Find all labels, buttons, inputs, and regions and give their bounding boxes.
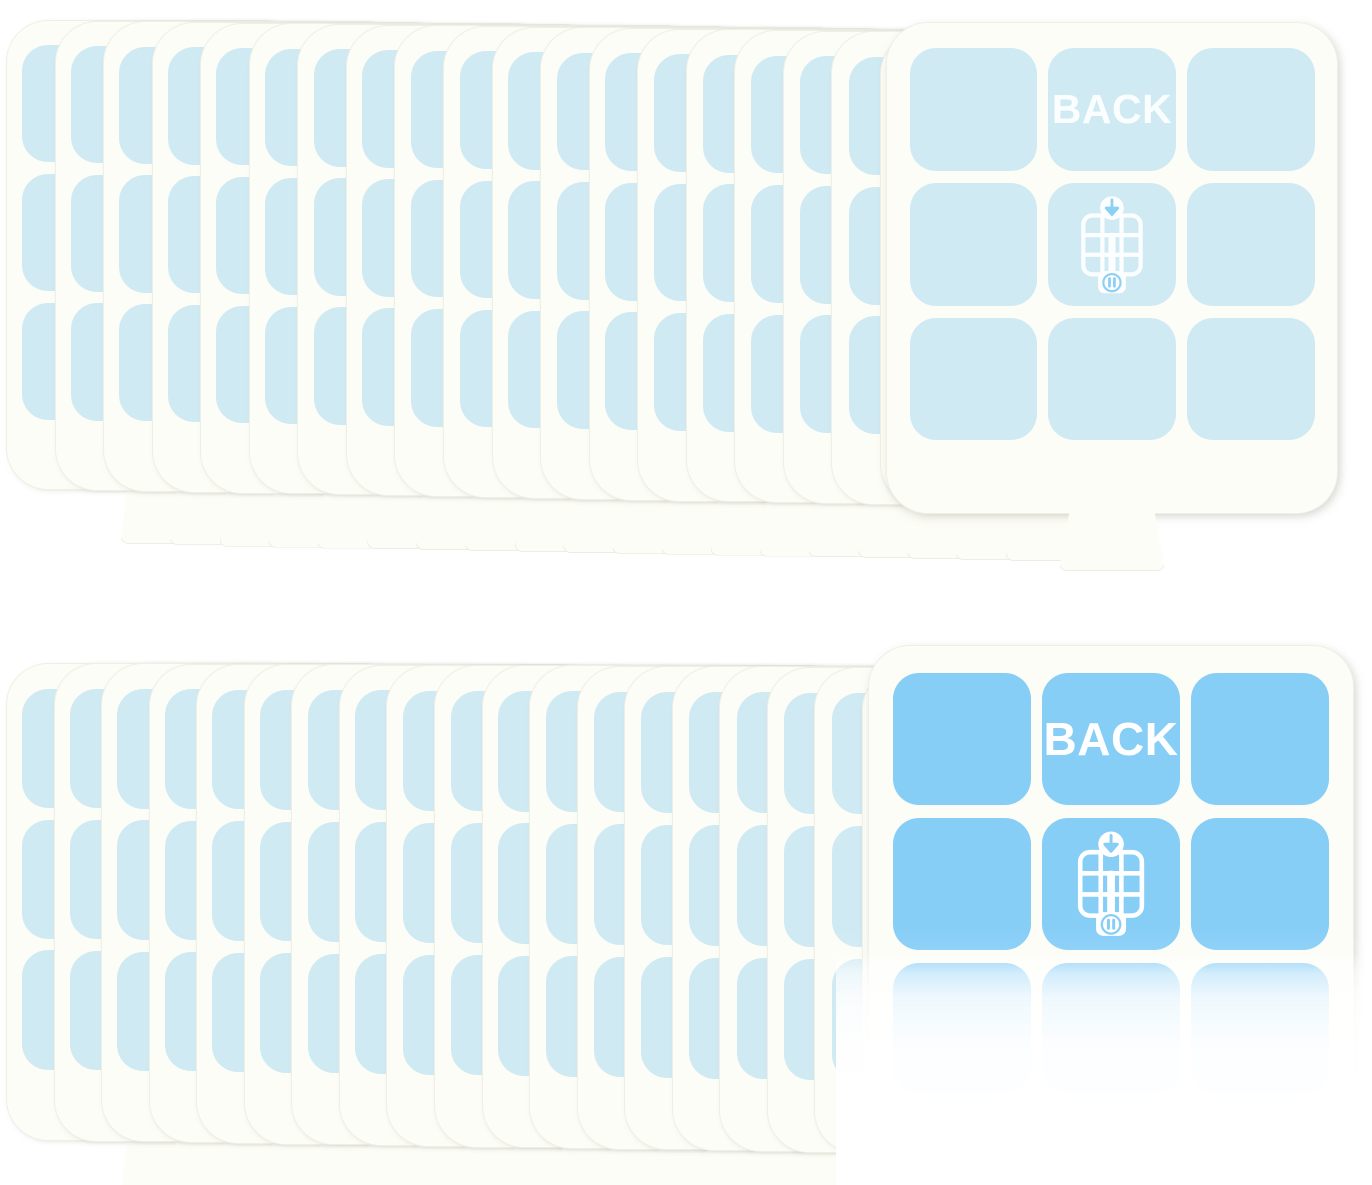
electrode-pad-cell [1042, 817, 1180, 950]
electrode-pad-cell [1042, 962, 1180, 1095]
down-arrow-icon [1098, 831, 1124, 857]
down-arrow-icon [1100, 195, 1124, 220]
connector-tab [1059, 505, 1165, 571]
electrode-pad-cell: BACK [1048, 48, 1176, 172]
electrode-pad-placement-icon [1077, 831, 1145, 936]
electrode-pad-cell [1186, 183, 1315, 306]
plug-icon [1096, 911, 1126, 936]
top-pad-sheet-stack: BACK [0, 14, 1372, 571]
electrode-pad-cell [1048, 183, 1176, 306]
electrode-pad-cell [909, 48, 1038, 172]
bottom-pad-sheet-stack: BACK [0, 645, 1372, 1185]
electrode-pad-cell [1191, 817, 1329, 950]
electrode-pad-cell [893, 673, 1031, 805]
electrode-pad-cell [1048, 317, 1176, 441]
electrode-pad-cell [893, 962, 1031, 1095]
stack-bottom-front-pad-sheet: BACK [868, 645, 1354, 1185]
electrode-pad-cell [1186, 48, 1315, 172]
electrode-pad-cell [1191, 962, 1329, 1095]
back-label: BACK [1051, 86, 1173, 133]
electrode-pad-cell [909, 183, 1038, 306]
stack-top-front-pad-sheet: BACK [886, 22, 1338, 571]
electrode-pad-cell [893, 817, 1031, 950]
electrode-pad-placement-icon [1081, 195, 1143, 293]
connector-tab [1054, 1163, 1168, 1185]
electrode-pad-placement-icon-wrap [1067, 826, 1155, 942]
back-label: BACK [1043, 713, 1179, 766]
plug-icon [1098, 270, 1126, 293]
electrode-pad-placement-icon-wrap [1071, 191, 1153, 299]
pad-grid: BACK [909, 48, 1315, 441]
electrode-pad-cell: BACK [1042, 673, 1180, 805]
electrode-pad-cell [1186, 317, 1315, 441]
electrode-pad-cell [909, 317, 1038, 441]
pad-grid: BACK [893, 673, 1329, 1095]
electrode-pad-cell [1191, 673, 1329, 805]
